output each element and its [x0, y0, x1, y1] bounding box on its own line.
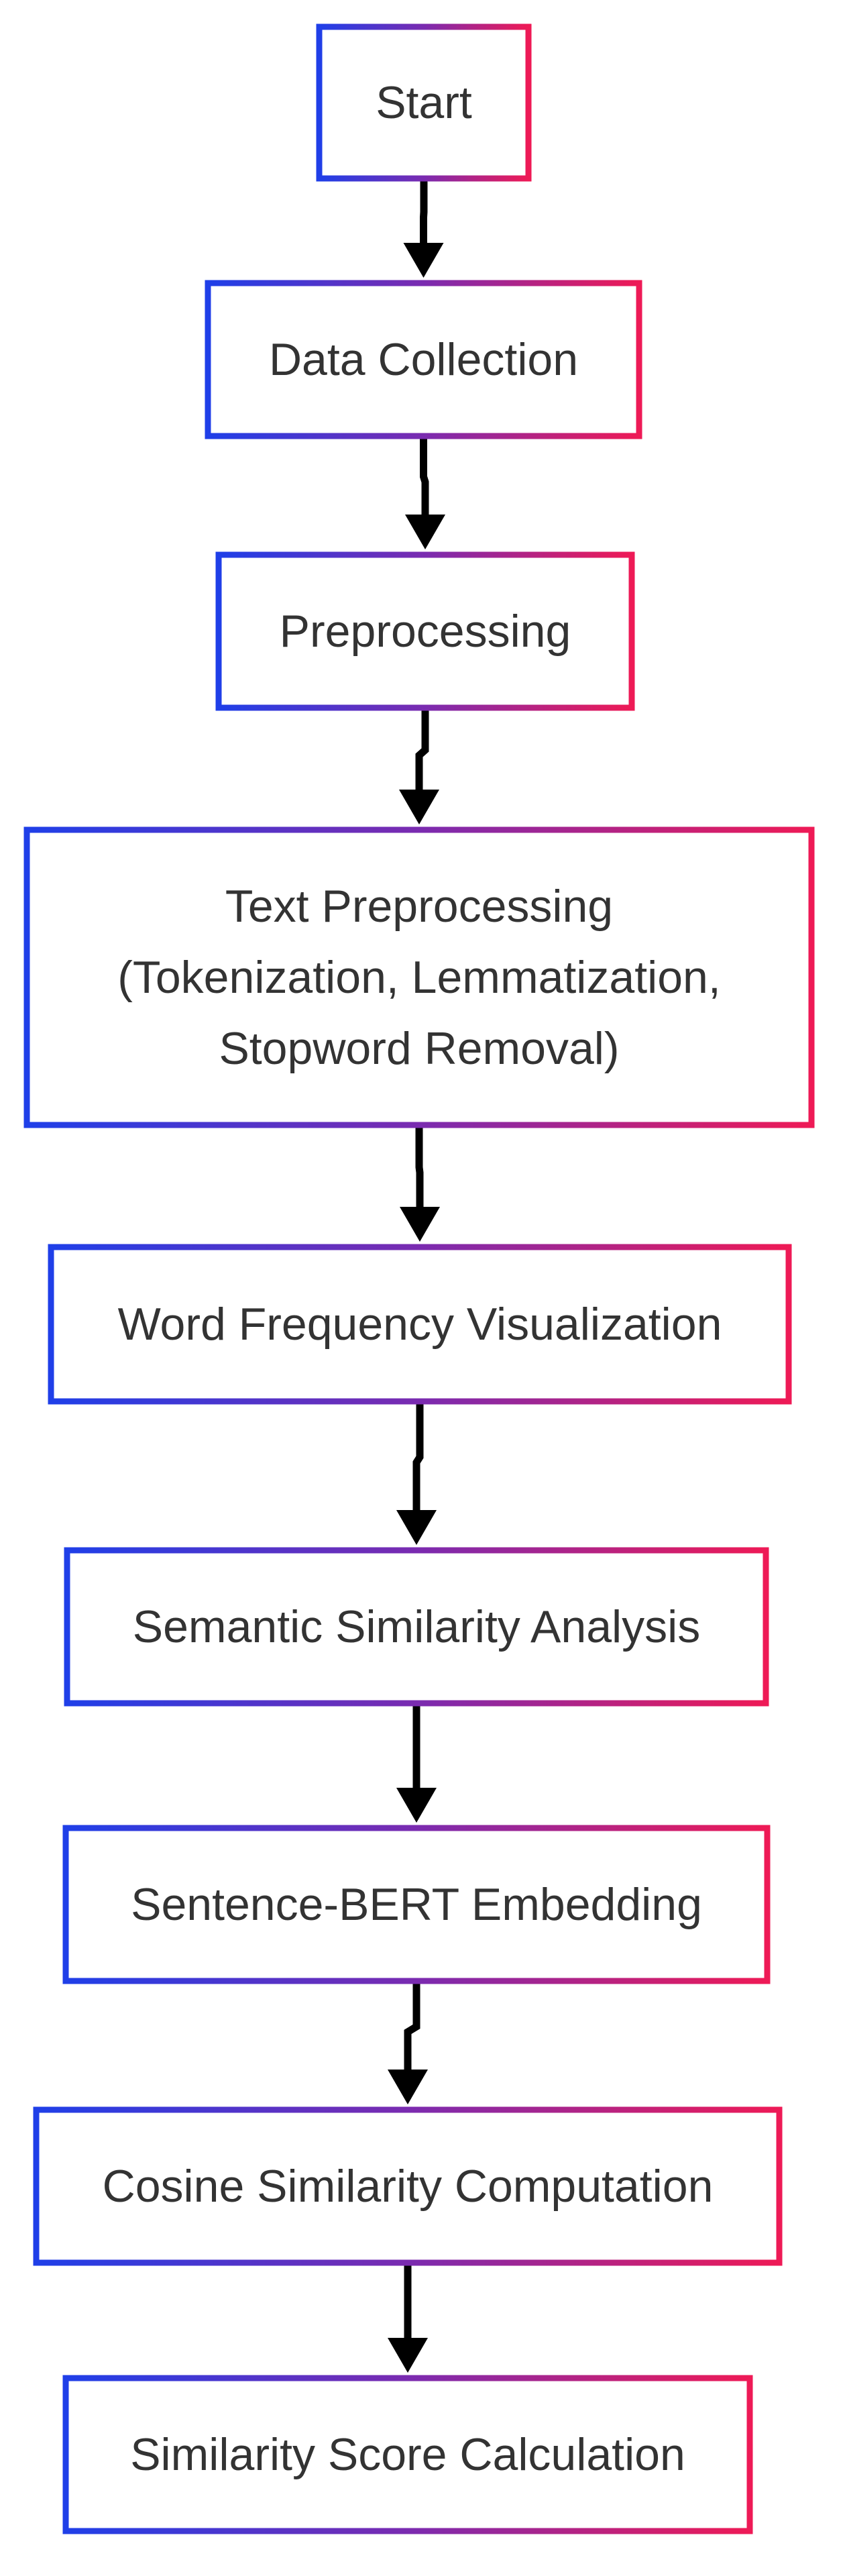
edge-arrow: [400, 1128, 440, 1242]
node-box: [215, 551, 635, 711]
node-box: [316, 23, 532, 182]
edge-line: [420, 181, 428, 244]
node-word-frequency-visualization: Word Frequency Visualization: [48, 1244, 792, 1405]
node-label: Sentence-BERT Embedding: [131, 1879, 702, 1930]
node-similarity-score-calculation: Similarity Score Calculation: [62, 2375, 753, 2534]
node-sentence-bert-embedding: Sentence-BERT Embedding: [62, 1825, 771, 1984]
node-label: Cosine Similarity Computation: [103, 2161, 714, 2212]
node-label: Semantic Similarity Analysis: [133, 1601, 700, 1652]
node-label: Stopword Removal): [219, 1023, 619, 1074]
node-box: [48, 1244, 792, 1405]
edge-line: [420, 439, 429, 516]
arrowhead-icon: [388, 2338, 428, 2373]
node-box: [64, 1547, 769, 1707]
node-preprocessing: Preprocessing: [215, 551, 635, 711]
node-box: [205, 280, 642, 439]
node-label: (Tokenization, Lemmatization,: [117, 952, 721, 1003]
node-label: Similarity Score Calculation: [130, 2429, 685, 2480]
edge-arrow: [388, 1984, 428, 2104]
arrowhead-icon: [400, 1207, 440, 1242]
arrowhead-icon: [403, 243, 444, 278]
arrowhead-icon: [388, 2070, 428, 2104]
node-label: Text Preprocessing: [225, 881, 613, 932]
arrowhead-icon: [399, 790, 439, 824]
node-box: [23, 826, 815, 1128]
node-label: Start: [376, 77, 472, 128]
edge-line: [415, 1128, 424, 1208]
edge-arrow: [396, 1404, 437, 1545]
node-semantic-similarity-analysis: Semantic Similarity Analysis: [64, 1547, 769, 1707]
flowchart-edges: [388, 181, 445, 2373]
edge-arrow: [388, 2265, 428, 2373]
node-label: Preprocessing: [280, 606, 571, 657]
node-box: [62, 2375, 753, 2534]
node-data-collection: Data Collection: [205, 280, 642, 439]
edge-arrow: [405, 439, 445, 549]
node-label: Word Frequency Visualization: [118, 1299, 722, 1350]
edge-line: [412, 1404, 424, 1511]
arrowhead-icon: [396, 1510, 437, 1545]
arrowhead-icon: [396, 1788, 437, 1823]
node-box: [62, 1825, 771, 1984]
edge-arrow: [403, 181, 444, 278]
edge-line: [415, 710, 429, 791]
node-box: [33, 2106, 783, 2266]
node-label: Data Collection: [269, 334, 578, 385]
node-start: Start: [316, 23, 532, 182]
edge-arrow: [396, 1706, 437, 1823]
node-cosine-similarity-computation: Cosine Similarity Computation: [33, 2106, 783, 2266]
edge-arrow: [399, 710, 439, 824]
arrowhead-icon: [405, 515, 445, 549]
edge-line: [404, 1984, 420, 2071]
node-text-preprocessing: Text Preprocessing (Tokenization, Lemmati…: [23, 826, 815, 1128]
